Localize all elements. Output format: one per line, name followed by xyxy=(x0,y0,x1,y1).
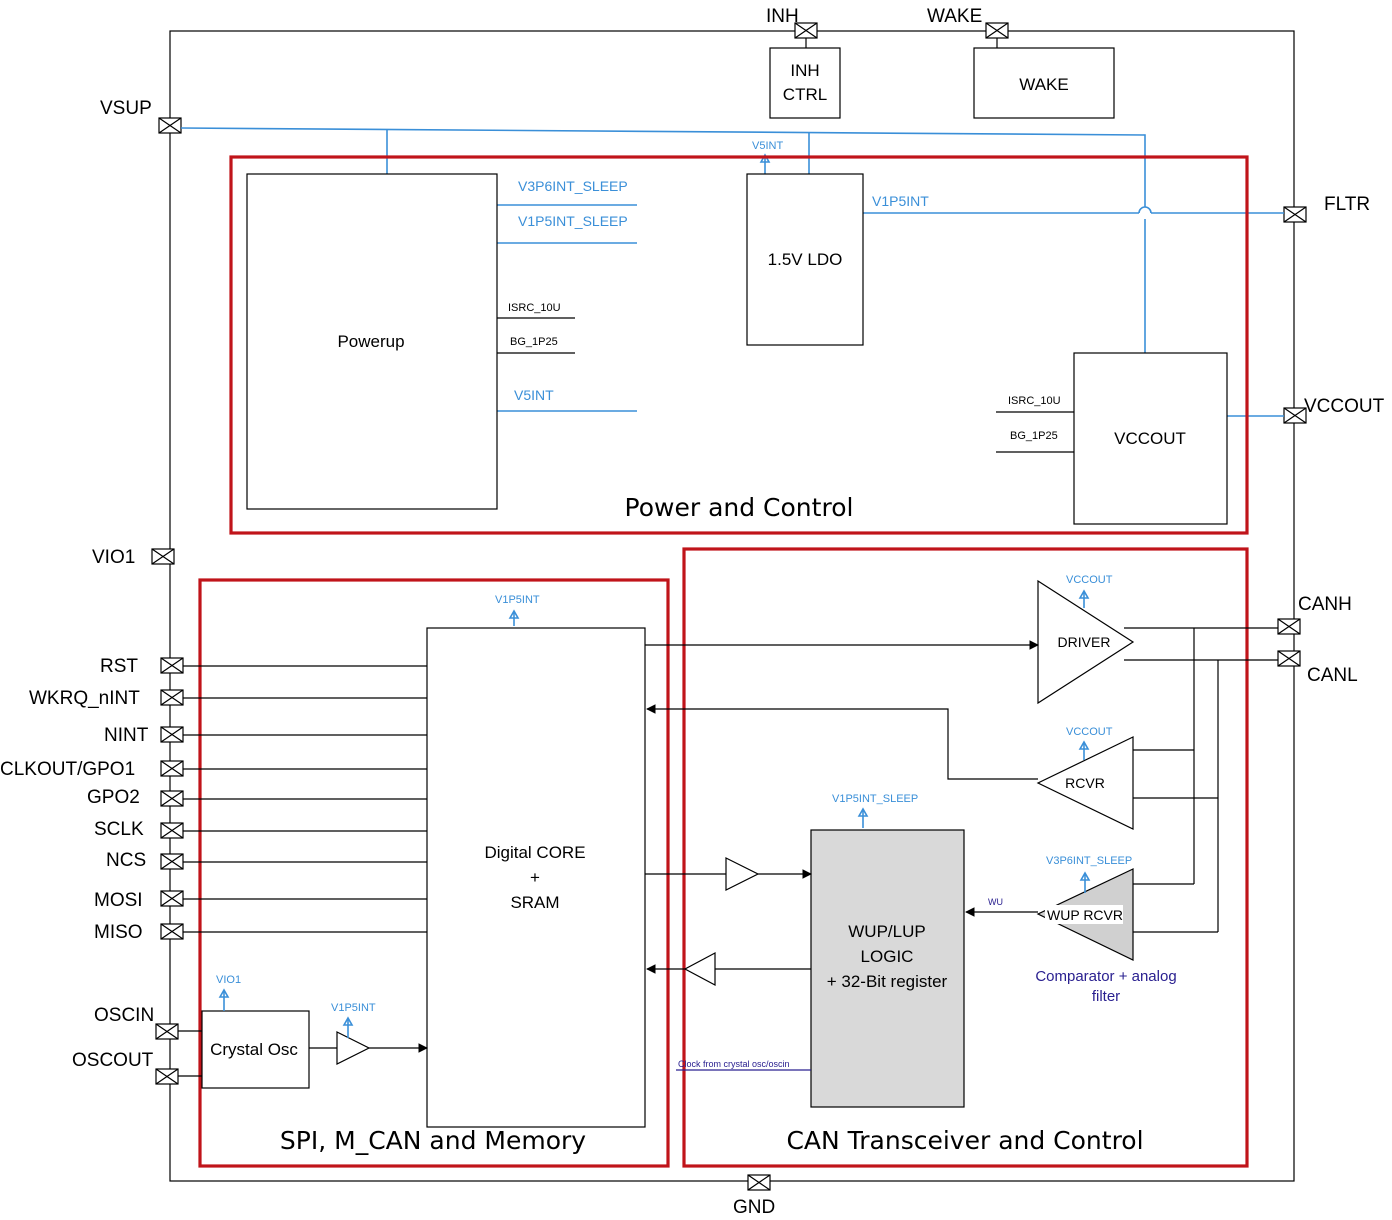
pin-sclk: SCLK xyxy=(94,819,184,840)
pin-oscout: OSCOUT xyxy=(72,1050,179,1085)
pin-sclk-label: SCLK xyxy=(94,819,144,840)
pin-gpo2-label: GPO2 xyxy=(87,787,140,808)
pin-vio1-label: VIO1 xyxy=(92,547,135,568)
sig-v3p6int-sleep: V3P6INT_SLEEP xyxy=(518,178,628,194)
sig-core-v1p5int: V1P5INT xyxy=(495,594,540,606)
sig-clock-note: Clock from crystal osc/oscin xyxy=(678,1059,790,1069)
pin-wires-core xyxy=(183,665,427,933)
vccout-block-label: VCCOUT xyxy=(1114,429,1186,448)
sig-vccout-isrc: ISRC_10U xyxy=(1008,395,1061,407)
rcvr-label: RCVR xyxy=(1065,775,1105,791)
pin-wkrq: WKRQ_nINT xyxy=(29,688,184,709)
pin-inh-label: INH xyxy=(766,6,799,27)
pin-nint-label: NINT xyxy=(104,725,149,746)
sig-driver-vccout: VCCOUT xyxy=(1066,574,1113,586)
pin-wkrq-label: WKRQ_nINT xyxy=(29,688,140,709)
sig-isrc-10u: ISRC_10U xyxy=(508,302,561,314)
pin-oscin: OSCIN xyxy=(94,1005,179,1040)
pin-clkout: CLKOUT/GPO1 xyxy=(0,759,184,780)
pin-inh: INH xyxy=(766,6,818,39)
vccout-block xyxy=(1073,352,1228,525)
inh-ctrl-label-2: CTRL xyxy=(783,85,827,104)
wup-to-core-buffer-icon xyxy=(683,952,716,986)
pin-vsup-label: VSUP xyxy=(100,98,152,119)
pin-canh-label: CANH xyxy=(1298,594,1352,615)
wup-label-1: WUP/LUP xyxy=(848,922,925,941)
pin-rst: RST xyxy=(100,656,184,677)
pin-vio1: VIO1 xyxy=(92,547,175,568)
rcvr-triangle-icon xyxy=(1036,736,1134,830)
sig-bg-1p25: BG_1P25 xyxy=(510,336,558,348)
core-to-wup-buffer-icon xyxy=(725,857,760,891)
group-spi-mcan-memory xyxy=(198,578,670,1168)
pin-oscin-label: OSCIN xyxy=(94,1005,154,1026)
group-can-transceiver xyxy=(682,547,1249,1168)
pin-vccout-label: VCCOUT xyxy=(1304,396,1385,417)
pin-mosi-label: MOSI xyxy=(94,890,143,911)
pin-oscout-label: OSCOUT xyxy=(72,1050,154,1071)
inh-ctrl-block xyxy=(769,47,841,119)
crystal-osc-label: Crystal Osc xyxy=(210,1040,298,1059)
comparator-note-2: filter xyxy=(1092,988,1120,1005)
digital-core-label-1: Digital CORE xyxy=(484,843,585,862)
digital-core-label-3: SRAM xyxy=(510,893,559,912)
ldo-label: 1.5V LDO xyxy=(768,250,843,269)
pin-miso-label: MISO xyxy=(94,922,143,943)
sig-v1p5int-sleep: V1P5INT_SLEEP xyxy=(518,213,628,229)
pin-wake-label: WAKE xyxy=(927,6,982,27)
sig-vccout-bg: BG_1P25 xyxy=(1010,430,1058,442)
pin-nint: NINT xyxy=(104,725,184,746)
sig-v5int: V5INT xyxy=(514,387,554,403)
digital-core-block xyxy=(426,627,646,1128)
wup-label-3: + 32-Bit register xyxy=(827,972,948,991)
pin-mosi: MOSI xyxy=(94,890,184,911)
inh-ctrl-label-1: INH xyxy=(790,61,819,80)
comparator-note-1: Comparator + analog xyxy=(1035,968,1176,985)
wup-logic-block xyxy=(810,829,965,1108)
sig-rcvr-vccout: VCCOUT xyxy=(1066,726,1113,738)
pin-fltr: FLTR xyxy=(1283,194,1370,223)
sig-wu: WU xyxy=(988,897,1003,907)
group-spi-label: SPI, M_CAN and Memory xyxy=(280,1126,586,1155)
wake-block xyxy=(973,47,1115,119)
crystal-osc-block xyxy=(201,1010,310,1089)
pin-ncs: NCS xyxy=(106,850,184,871)
pin-gnd-label: GND xyxy=(733,1197,775,1218)
pin-clkout-label: CLKOUT/GPO1 xyxy=(0,759,135,780)
sig-osc-v1p5int: V1P5INT xyxy=(331,1002,376,1014)
wake-block-label: WAKE xyxy=(1019,75,1068,94)
ldo-block xyxy=(746,173,864,346)
osc-buffer-icon xyxy=(336,1031,371,1065)
powerup-block xyxy=(246,173,498,510)
pin-gnd: GND xyxy=(733,1174,775,1218)
pin-gpo2: GPO2 xyxy=(87,787,184,808)
sig-wup-v1p5int-sleep: V1P5INT_SLEEP xyxy=(832,793,918,805)
pin-canl: CANL xyxy=(1277,650,1358,686)
pin-rst-label: RST xyxy=(100,656,138,677)
pin-vccout: VCCOUT xyxy=(1283,396,1385,424)
pin-vsup: VSUP xyxy=(100,98,182,134)
powerup-label: Powerup xyxy=(337,332,404,351)
chip-outline xyxy=(169,30,1295,1182)
pin-canh: CANH xyxy=(1277,594,1352,635)
pin-canl-label: CANL xyxy=(1307,665,1358,686)
pin-miso: MISO xyxy=(94,922,184,943)
sig-wup-rcvr-v3p6int-sleep: V3P6INT_SLEEP xyxy=(1046,855,1132,867)
driver-label: DRIVER xyxy=(1058,634,1111,650)
sig-vio1-small: VIO1 xyxy=(216,974,241,986)
digital-core-label-2: + xyxy=(530,868,540,887)
can-bus-wires xyxy=(1124,627,1278,933)
group-power-label: Power and Control xyxy=(625,493,854,522)
wup-rcvr-label: WUP RCVR xyxy=(1047,907,1123,923)
sig-v5int-small: V5INT xyxy=(752,140,783,152)
sig-v1p5int: V1P5INT xyxy=(872,193,929,209)
pin-wake: WAKE xyxy=(927,6,1009,39)
group-power-and-control xyxy=(229,155,1249,535)
pin-fltr-label: FLTR xyxy=(1324,194,1370,215)
wup-label-2: LOGIC xyxy=(861,947,914,966)
supply-wires xyxy=(180,127,1284,417)
group-can-label: CAN Transceiver and Control xyxy=(786,1126,1143,1155)
pin-ncs-label: NCS xyxy=(106,850,146,871)
